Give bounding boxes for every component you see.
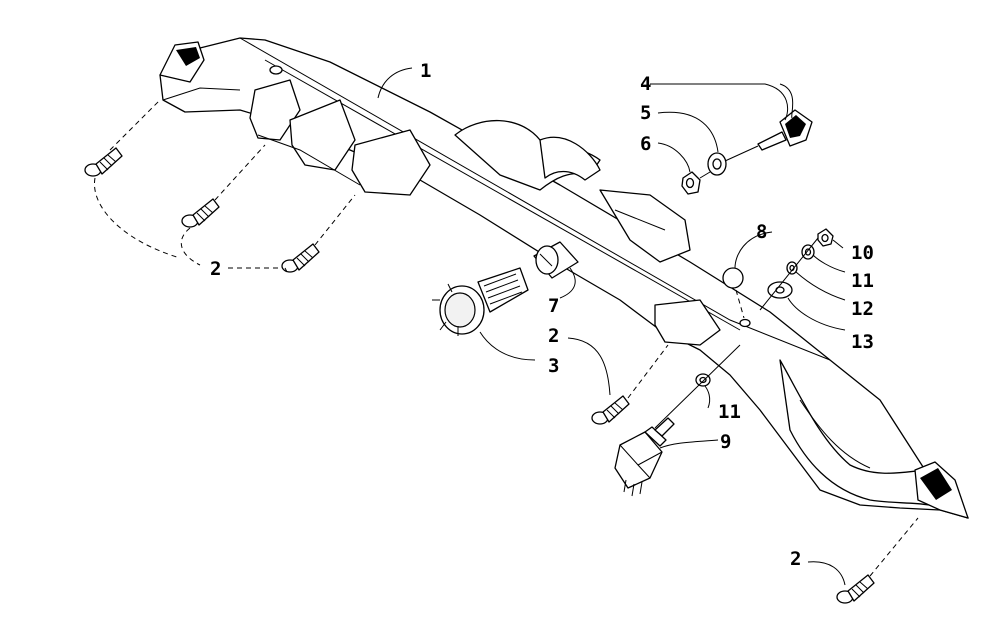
screw-hidden-line-d (627, 344, 669, 399)
callout-2-bottom: 2 (790, 548, 801, 570)
callout-5: 5 (640, 102, 651, 124)
nut (681, 171, 701, 195)
key-axis-line (724, 145, 759, 162)
callout-4: 4 (640, 73, 651, 95)
nut-axis-line (699, 171, 711, 179)
plug-ball (722, 267, 744, 289)
toggle-axis-line (654, 344, 741, 429)
screw-hidden-line-c (314, 194, 356, 246)
console-bracket (159, 37, 969, 519)
callout-11-bottom: 11 (718, 401, 741, 423)
callout-8: 8 (756, 221, 767, 243)
callout-3: 3 (548, 355, 559, 377)
callout-9: 9 (720, 431, 731, 453)
leader-lines (377, 67, 846, 586)
callout-13: 13 (851, 331, 874, 353)
hardware-axis-line (759, 237, 819, 311)
screw-hidden-line-a (109, 99, 161, 151)
washer-13 (767, 281, 793, 299)
screw-hidden-line-e (869, 517, 919, 577)
screw-d (591, 395, 630, 425)
screw-e (836, 574, 875, 604)
screw-c (281, 243, 320, 273)
screw-a (84, 147, 123, 177)
callout-1: 1 (420, 60, 431, 82)
key-washer (707, 152, 727, 176)
washer-11-bottom (695, 373, 711, 387)
washer-11-top (801, 244, 815, 260)
screw-group-curve (93, 177, 288, 273)
callout-7: 7 (548, 295, 559, 317)
lock-washer-12 (786, 261, 798, 275)
callout-labels: 1 2 2 2 3 4 5 6 7 8 9 10 11 11 12 13 (210, 60, 874, 570)
callout-12: 12 (851, 298, 874, 320)
callout-11-top: 11 (851, 270, 874, 292)
ignition-switch (432, 267, 529, 336)
callout-2-center: 2 (548, 325, 559, 347)
key (757, 109, 813, 151)
callout-6: 6 (640, 133, 651, 155)
toggle-switch (614, 417, 675, 497)
callout-2-left: 2 (210, 258, 221, 280)
bushing (533, 241, 579, 279)
plug-hidden-line (735, 289, 745, 319)
callout-10: 10 (851, 242, 874, 264)
screw-hidden-line-b (214, 144, 266, 201)
screw-b (181, 198, 220, 228)
nut-10 (817, 228, 834, 247)
